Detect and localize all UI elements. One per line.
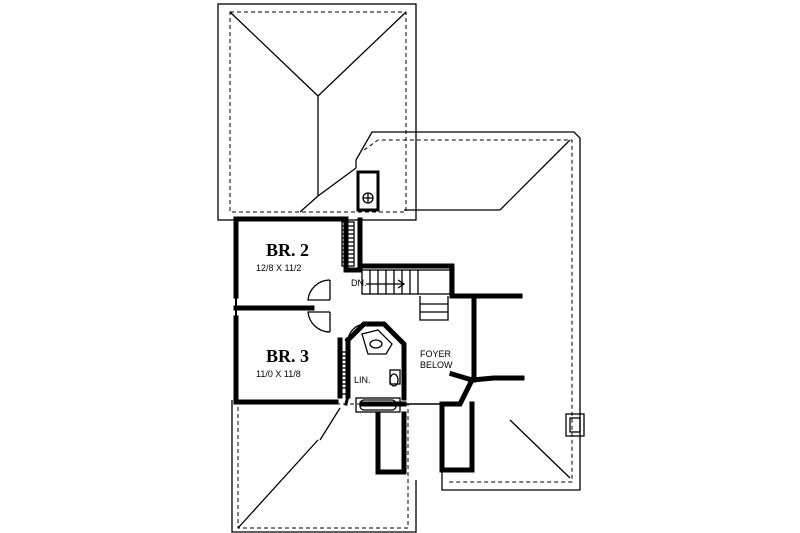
br2-name: BR. 2 xyxy=(266,240,309,260)
staircase xyxy=(361,269,451,321)
stair-down-label: DN. xyxy=(351,278,367,288)
foyer-below-label: BELOW xyxy=(420,360,453,370)
br3-dims: 11/0 X 11/8 xyxy=(256,369,301,379)
linen-label: LIN. xyxy=(354,375,371,385)
br3-name: BR. 3 xyxy=(266,346,309,366)
chimney xyxy=(356,170,380,212)
roof-vent xyxy=(565,413,585,437)
roof-main-right xyxy=(355,131,581,491)
door-swings xyxy=(307,279,365,341)
room-labels: BR. 2 12/8 X 11/2 BR. 3 11/0 X 11/8 FOYE… xyxy=(256,240,453,385)
bath-fixtures xyxy=(355,329,401,413)
closet-shelving xyxy=(339,221,355,395)
roof-lower-left xyxy=(231,400,417,533)
roof-upper-left xyxy=(217,3,417,221)
foyer-label: FOYER xyxy=(420,349,452,359)
br2-dims: 12/8 X 11/2 xyxy=(256,263,301,273)
